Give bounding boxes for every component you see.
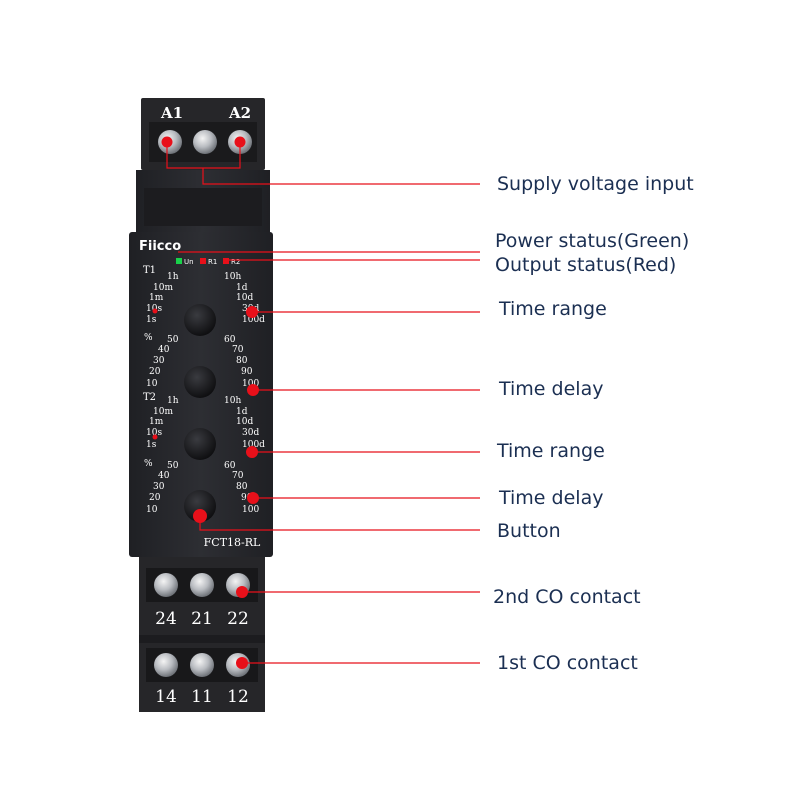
callout-time-range-1: Time range bbox=[499, 298, 607, 320]
terminal-label-11: 11 bbox=[191, 687, 213, 707]
led-label-r1: R1 bbox=[208, 258, 217, 266]
scale-label: 1m bbox=[149, 293, 164, 303]
scale-label: 70 bbox=[232, 345, 244, 355]
scale-label: 1s bbox=[146, 315, 157, 325]
status-leds: Un R1 R2 bbox=[176, 258, 240, 266]
dial-time-range-1: T1 1h 10m 1m 10s 1s 10h 1d 10d 30d 100d bbox=[143, 265, 265, 336]
scale-label: 60 bbox=[224, 335, 236, 345]
scale-label: 50 bbox=[167, 461, 179, 471]
terminal-label-12: 12 bbox=[227, 687, 249, 707]
scale-label: 1m bbox=[149, 417, 164, 427]
scale-label: 100 bbox=[242, 379, 259, 389]
scale-label: 60 bbox=[224, 461, 236, 471]
scale-label: 10s bbox=[146, 428, 162, 438]
screw-icon[interactable] bbox=[154, 653, 178, 677]
screw-icon[interactable] bbox=[154, 573, 178, 597]
marker-dot bbox=[161, 136, 173, 148]
callout-supply-voltage: Supply voltage input bbox=[497, 173, 694, 195]
time-range-knob-1[interactable] bbox=[184, 304, 216, 336]
scale-label: 20 bbox=[149, 493, 161, 503]
scale-label: 10m bbox=[153, 283, 173, 293]
callout-power-status: Power status(Green) bbox=[495, 230, 690, 252]
terminal-label-a1: A1 bbox=[160, 104, 183, 122]
marker-dots bbox=[152, 136, 259, 669]
channel-label-t2: T2 bbox=[143, 392, 156, 403]
time-delay-knob-2[interactable] bbox=[184, 490, 216, 522]
callout-time-delay-1: Time delay bbox=[499, 378, 604, 400]
terminal-label-a2: A2 bbox=[228, 104, 251, 122]
callout-2nd-co-contact: 2nd CO contact bbox=[493, 586, 641, 608]
scale-label: 40 bbox=[158, 471, 170, 481]
scale-label: 1d bbox=[236, 407, 248, 417]
scale-label: 100d bbox=[242, 315, 265, 325]
scale-label: 100 bbox=[242, 505, 259, 515]
marker-dot bbox=[236, 586, 248, 598]
scale-label: 70 bbox=[232, 471, 244, 481]
screw-icon[interactable] bbox=[190, 573, 214, 597]
scale-label: 30 bbox=[153, 482, 165, 492]
callout-time-range-2: Time range bbox=[497, 440, 605, 462]
scale-label: 90 bbox=[241, 367, 253, 377]
scale-label: 80 bbox=[236, 356, 248, 366]
scale-label: 1h bbox=[167, 396, 179, 406]
scale-label: 30 bbox=[153, 356, 165, 366]
callout-button: Button bbox=[497, 520, 561, 542]
marker-dot bbox=[193, 509, 207, 523]
scale-label: 10 bbox=[146, 505, 158, 515]
callout-1st-co-contact: 1st CO contact bbox=[497, 652, 638, 674]
scale-label: 10h bbox=[224, 396, 241, 406]
leader-lines bbox=[166, 142, 480, 664]
callout-time-delay-2: Time delay bbox=[499, 487, 604, 509]
terminal-label-14: 14 bbox=[155, 687, 177, 707]
marker-dot bbox=[152, 308, 158, 314]
callout-output-status: Output status(Red) bbox=[495, 254, 677, 276]
dial-time-delay-2: % 50 40 30 20 10 60 70 80 90 100 bbox=[144, 459, 259, 522]
marker-dot bbox=[246, 446, 258, 458]
scale-label: % bbox=[144, 459, 153, 469]
terminal-label-21: 21 bbox=[191, 609, 213, 629]
scale-label: 20 bbox=[149, 367, 161, 377]
brand-logo: Fiicco bbox=[139, 239, 181, 254]
dial-time-range-2: T2 1h 10m 1m 10s 1s 10h 1d 10d 30d 100d bbox=[143, 392, 265, 460]
marker-dot bbox=[152, 434, 158, 440]
scale-label: 10d bbox=[236, 293, 253, 303]
scale-label: 50 bbox=[167, 335, 179, 345]
scale-label: 10d bbox=[236, 417, 253, 427]
scale-label: 10 bbox=[146, 379, 158, 389]
scale-label: 100d bbox=[242, 440, 265, 450]
marker-dot bbox=[247, 492, 259, 504]
r2-led-icon bbox=[223, 258, 229, 264]
terminal-label-24: 24 bbox=[155, 609, 177, 629]
marker-dot bbox=[236, 657, 248, 669]
led-label-r2: R2 bbox=[231, 258, 240, 266]
power-led-icon bbox=[176, 258, 182, 264]
r1-led-icon bbox=[200, 258, 206, 264]
terminal-label-22: 22 bbox=[227, 609, 249, 629]
time-range-knob-2[interactable] bbox=[184, 428, 216, 460]
marker-dot bbox=[246, 306, 258, 318]
led-label-un: Un bbox=[184, 258, 194, 266]
scale-label: 40 bbox=[158, 345, 170, 355]
dial-time-delay-1: % 50 40 30 20 10 60 70 80 90 100 bbox=[144, 333, 259, 398]
scale-label: 10m bbox=[153, 407, 173, 417]
model-label: FCT18-RL bbox=[204, 536, 261, 549]
time-delay-knob-1[interactable] bbox=[184, 366, 216, 398]
screw-icon[interactable] bbox=[193, 130, 217, 154]
scale-label: 1d bbox=[236, 283, 248, 293]
marker-dot bbox=[247, 384, 259, 396]
channel-label-t1: T1 bbox=[143, 265, 156, 276]
screw-icon[interactable] bbox=[190, 653, 214, 677]
scale-label: 1s bbox=[146, 440, 157, 450]
scale-label: 10h bbox=[224, 272, 241, 282]
scale-label: 90 bbox=[241, 493, 253, 503]
marker-dot bbox=[234, 136, 246, 148]
scale-label: 30d bbox=[242, 428, 259, 438]
scale-label: % bbox=[144, 333, 153, 343]
scale-label: 80 bbox=[236, 482, 248, 492]
scale-label: 1h bbox=[167, 272, 179, 282]
leader-line-supply bbox=[202, 168, 480, 185]
